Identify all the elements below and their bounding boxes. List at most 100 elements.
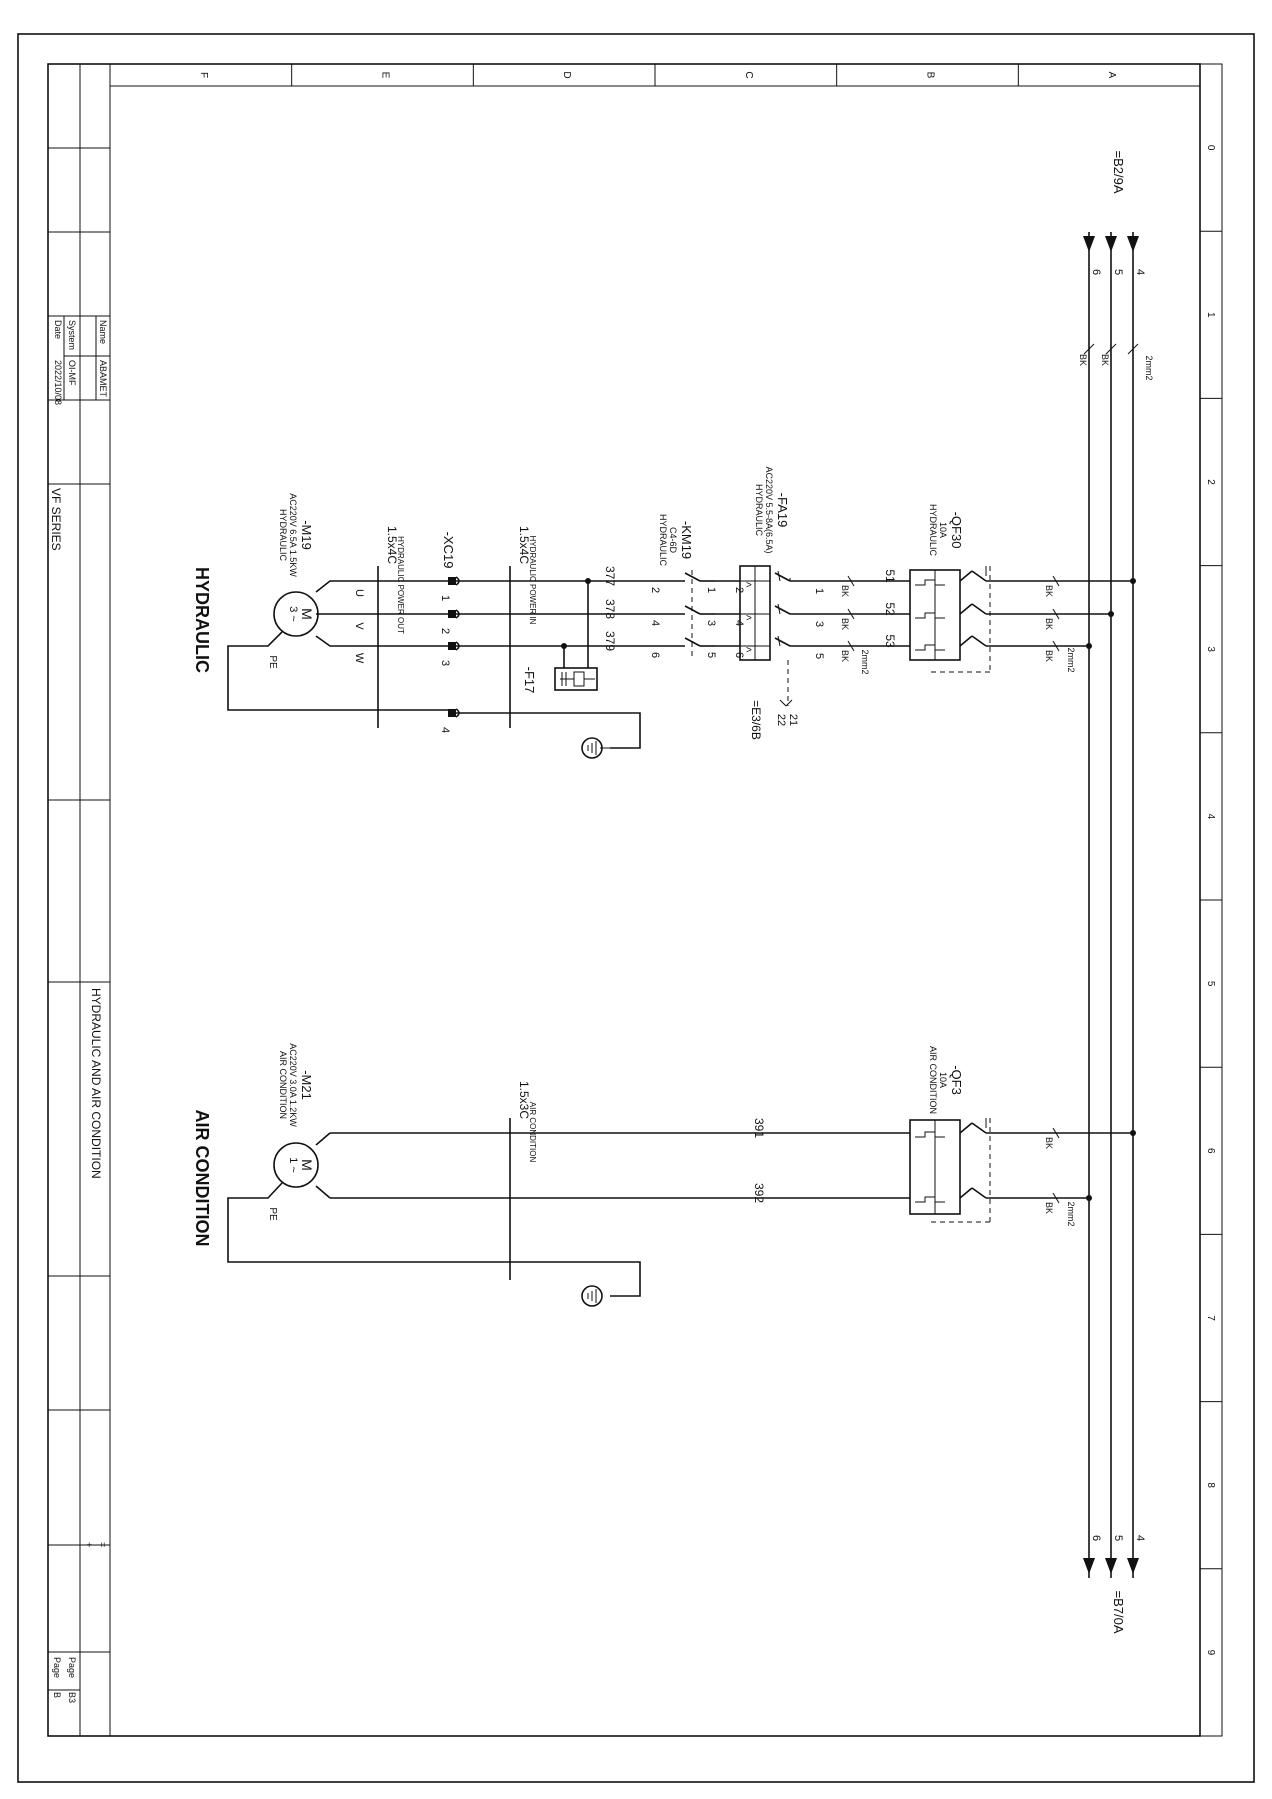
fa19-desc: HYDRAULIC xyxy=(754,484,764,537)
col-label: B xyxy=(925,72,936,79)
ac-feed-bk-2: BK xyxy=(1044,1202,1054,1214)
hyd-5x-bk-2: BK xyxy=(840,618,850,630)
tb-date-value: 2022/10/08 xyxy=(53,360,63,405)
row-label: 4 xyxy=(1205,814,1216,820)
bus-lines xyxy=(1083,232,1139,1578)
row-label: 1 xyxy=(1205,312,1216,318)
m19-pe: PE xyxy=(267,655,278,669)
cable-power-in-desc: HYDRAULIC POWER IN xyxy=(528,536,537,625)
bus-phase-5-top: 5 xyxy=(1112,269,1124,275)
m21-pe: PE xyxy=(267,1207,278,1221)
km19-term-6: 6 xyxy=(649,652,661,658)
m19-label: -M19 AC220V 6.5A 1.5KW HYDRAULIC xyxy=(278,493,314,577)
row-label: 5 xyxy=(1205,981,1216,987)
hyd-5x-bk-3: BK xyxy=(840,650,850,662)
row-label: 6 xyxy=(1205,1148,1216,1154)
fa19-aux-21: 21 xyxy=(787,714,799,726)
hyd-5x-size: 2mm2 xyxy=(860,649,870,674)
fa19-tag: -FA19 xyxy=(775,493,790,528)
outer-border xyxy=(17,33,1255,1783)
wire-52: 52 xyxy=(883,602,897,616)
bus-ref-bottom: =B7/0A xyxy=(1111,1590,1126,1633)
ac-feed-bk-1: BK xyxy=(1044,1137,1054,1149)
fa19-term-1: 1 xyxy=(813,588,825,594)
m19-motor xyxy=(227,580,456,714)
f17-tag: -F17 xyxy=(522,667,537,694)
km19-model: C4-6D xyxy=(668,527,678,554)
fa19-term-4: 4 xyxy=(733,620,745,626)
m21-motor xyxy=(227,1132,641,1307)
qf30-tag: -QF30 xyxy=(949,512,964,549)
fa19-aux-ref: =E3/6B xyxy=(749,700,763,740)
qf30-breaker xyxy=(909,566,991,673)
fa19-term-6: 6 xyxy=(733,652,745,658)
bus-wire-color-b: BK xyxy=(1078,354,1088,366)
m21-letter: M xyxy=(299,1159,315,1171)
bus-wire-size: 2mm2 xyxy=(1144,355,1154,380)
qf3-label: -QF3 10A AIR CONDITION xyxy=(928,1046,964,1114)
xc19-pin-3: 3 xyxy=(439,660,451,666)
cable-ac-size: 1.5x3C xyxy=(517,1081,531,1119)
tb-series: VF SERIES xyxy=(49,488,63,551)
col-label: D xyxy=(561,71,572,78)
bus-phase-4-bottom: 4 xyxy=(1134,1535,1146,1541)
wire-377: 377 xyxy=(603,566,617,586)
fa19-term-2: 2 xyxy=(733,587,745,593)
bus-wire-color-a: BK xyxy=(1100,354,1110,366)
km19-desc: HYDRAULIC xyxy=(658,514,668,567)
col-label: C xyxy=(743,71,754,78)
row-label: 0 xyxy=(1205,145,1216,151)
qf3-breaker xyxy=(909,1118,991,1223)
km19-contactor xyxy=(684,570,715,660)
hyd-5x-bk-1: BK xyxy=(840,585,850,597)
fa19-term-5: 5 xyxy=(813,653,825,659)
hyd-feed-size: 2mm2 xyxy=(1066,647,1076,672)
km19-term-3: 3 xyxy=(705,620,717,626)
hyd-feed-bk-1: BK xyxy=(1044,585,1054,597)
row-label: 3 xyxy=(1205,646,1216,652)
row-label: 2 xyxy=(1205,479,1216,485)
bus-phase-4-top: 4 xyxy=(1134,269,1146,275)
bus-phase-6-top: 6 xyxy=(1090,269,1102,275)
xc19-pin-4: 4 xyxy=(439,727,451,733)
m21-rating: AC220V 3.0A 1.2KW xyxy=(288,1043,298,1127)
hyd-feed-bk-3: BK xyxy=(1044,650,1054,662)
m21-phase: 1 ~ xyxy=(287,1157,299,1173)
xc19-pin-1: 1 xyxy=(439,595,451,601)
fa19-relay: > > > xyxy=(739,565,793,707)
km19-term-1: 1 xyxy=(705,587,717,593)
qf3-rating: 10A xyxy=(938,1072,948,1088)
hyd-wires-5x xyxy=(790,580,910,647)
col-label: E xyxy=(380,72,391,79)
km19-label: -KM19 C4-6D HYDRAULIC xyxy=(658,514,694,567)
fa19-rating: AC220V 5.5-8A(6.5A) xyxy=(764,466,774,553)
col-label: A xyxy=(1106,72,1117,79)
wire-378: 378 xyxy=(603,599,617,619)
tb-drawing-title: HYDRAULIC AND AIR CONDITION xyxy=(89,988,103,1179)
wire-391: 391 xyxy=(752,1118,766,1138)
bus-ref-top: =B2/9A xyxy=(1111,150,1126,193)
km19-term-4: 4 xyxy=(649,620,661,626)
tb-date-label: Date xyxy=(53,320,63,339)
xc19-pin-2: 2 xyxy=(439,628,451,634)
m19-letter: M xyxy=(299,608,315,620)
fa19-label: -FA19 AC220V 5.5-8A(6.5A) HYDRAULIC xyxy=(754,466,790,553)
qf30-label: -QF30 10A HYDRAULIC xyxy=(928,504,964,557)
ac-feed-wires xyxy=(986,1132,1133,1199)
tb-page2-value: B xyxy=(52,1692,62,1698)
motor-phase-u: U xyxy=(353,589,365,597)
xc19-tag: -XC19 xyxy=(441,532,456,569)
tb-system-value: OI-MF xyxy=(67,360,77,386)
hyd-feed-bk-2: BK xyxy=(1044,618,1054,630)
section-hydraulic: HYDRAULIC xyxy=(192,567,212,673)
cable-ac-desc: AIR CONDITION xyxy=(528,1102,537,1163)
ac-wires-39x xyxy=(330,1132,910,1199)
tb-name-label: Name xyxy=(98,320,108,344)
fa19-term-3: 3 xyxy=(813,621,825,627)
hyd-feed-wires xyxy=(986,580,1133,647)
m19-tag: -M19 xyxy=(299,520,314,550)
row-label: 8 xyxy=(1205,1482,1216,1488)
motor-phase-w: W xyxy=(353,653,365,664)
km19-tag: -KM19 xyxy=(679,521,694,559)
